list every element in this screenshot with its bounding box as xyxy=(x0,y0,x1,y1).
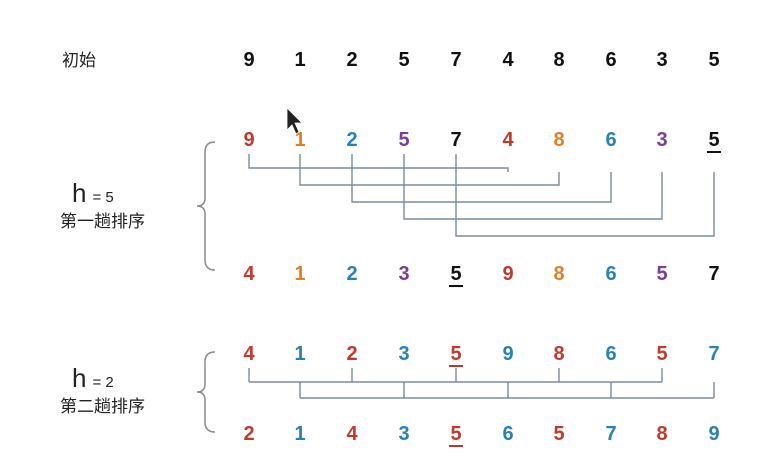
pass1_after-digit-8: 5 xyxy=(656,263,667,285)
pass1-connector-3 xyxy=(403,154,663,220)
initial-digit-1: 1 xyxy=(294,49,305,71)
group-connectors xyxy=(248,154,715,399)
pass1-h-eq: = 5 xyxy=(92,189,114,206)
pass-brackets xyxy=(196,141,216,433)
pass2_before-digit-2: 2 xyxy=(346,343,357,365)
pass1-connector-1 xyxy=(299,154,560,186)
initial-digit-4: 7 xyxy=(450,49,461,71)
initial-digit-7: 6 xyxy=(605,49,616,71)
pass1_after-digit-4: 5 xyxy=(450,263,461,285)
pass2_after-digit-6: 5 xyxy=(553,423,564,445)
pass1-connector-2 xyxy=(351,154,612,203)
pass2_after-digit-1: 1 xyxy=(294,423,305,445)
pass2_after-digit-5: 6 xyxy=(502,423,513,445)
pass2-bracket xyxy=(196,351,216,433)
pass1-connector-0 xyxy=(248,154,509,172)
pass1_after-digit-5: 9 xyxy=(502,263,513,285)
pass1_after-digit-0: 4 xyxy=(243,263,255,285)
pass2_before-digit-1: 1 xyxy=(294,343,305,365)
pass2_before-digit-4: 5 xyxy=(450,343,461,365)
pass2_after-digit-0: 2 xyxy=(243,423,254,445)
pass2_after-digit-7: 7 xyxy=(605,423,616,445)
pass2_before-digit-6: 8 xyxy=(553,343,564,365)
pass1_after-digit-7: 6 xyxy=(605,263,616,285)
pass1_before-digit-9: 5 xyxy=(708,129,719,151)
pass1_after-digit-9: 7 xyxy=(708,263,719,285)
cursor-arrow xyxy=(286,107,303,135)
pass2_before-digit-0: 4 xyxy=(243,343,255,365)
initial-digit-6: 8 xyxy=(553,49,564,71)
pass2-h-eq: = 2 xyxy=(92,374,114,391)
pass1_before-digit-4: 7 xyxy=(450,129,461,151)
pass2-h-letter: h xyxy=(72,363,87,393)
pass2_after-digit-3: 3 xyxy=(398,423,409,445)
pass1_before-digit-8: 3 xyxy=(656,129,667,151)
pass1_after-digit-1: 1 xyxy=(294,263,305,285)
pass2_after-digit-2: 4 xyxy=(346,423,358,445)
initial-digit-5: 4 xyxy=(502,49,514,71)
pass1-bracket xyxy=(196,141,216,271)
initial-digit-3: 5 xyxy=(398,49,409,71)
pass2_before-digit-3: 3 xyxy=(398,343,409,365)
initial-digit-9: 5 xyxy=(708,49,719,71)
pass1_before-digit-2: 2 xyxy=(346,129,357,151)
pass1-connector-4 xyxy=(455,154,715,237)
initial-digit-8: 3 xyxy=(656,49,667,71)
pass2_before-digit-7: 6 xyxy=(605,343,616,365)
pass2_before-digit-9: 7 xyxy=(708,343,719,365)
pass1_before-digit-6: 8 xyxy=(553,129,564,151)
initial-label: 初始 xyxy=(62,51,96,71)
pass1_after-digit-3: 3 xyxy=(398,263,409,285)
pass2-gap-label: h = 2 xyxy=(72,363,114,394)
pass2_after-digit-9: 9 xyxy=(708,423,719,445)
pass2_before-digit-5: 9 xyxy=(502,343,513,365)
pass1_before-digit-3: 5 xyxy=(398,129,409,151)
pass2-title: 第二趟排序 xyxy=(60,397,145,417)
pass1_before-digit-7: 6 xyxy=(605,129,616,151)
pass1_after-digit-2: 2 xyxy=(346,263,357,285)
digit-rows: 9 1 2 5 7 4 8 6 3 5 9 1 2 5 7 4 8 6 3 5 4 1 2 3 5 9 8 6 5 7 4 1 2 3 5 9 8 6 5 7… xyxy=(243,49,721,447)
pass2_after-digit-4: 5 xyxy=(450,423,461,445)
initial-digit-2: 2 xyxy=(346,49,357,71)
pass2_before-digit-8: 5 xyxy=(656,343,667,365)
pass1_before-digit-0: 9 xyxy=(243,129,254,151)
pass1_before-digit-5: 4 xyxy=(502,129,514,151)
initial-digit-0: 9 xyxy=(243,49,254,71)
mouse-cursor-icon xyxy=(286,107,303,135)
pass2_after-digit-8: 8 xyxy=(656,423,667,445)
pass1-title: 第一趟排序 xyxy=(60,212,145,232)
pass1_before-digit-1: 1 xyxy=(294,129,305,151)
pass1-h-letter: h xyxy=(72,178,87,208)
pass1_after-digit-6: 8 xyxy=(553,263,564,285)
pass1-gap-label: h = 5 xyxy=(72,178,114,209)
